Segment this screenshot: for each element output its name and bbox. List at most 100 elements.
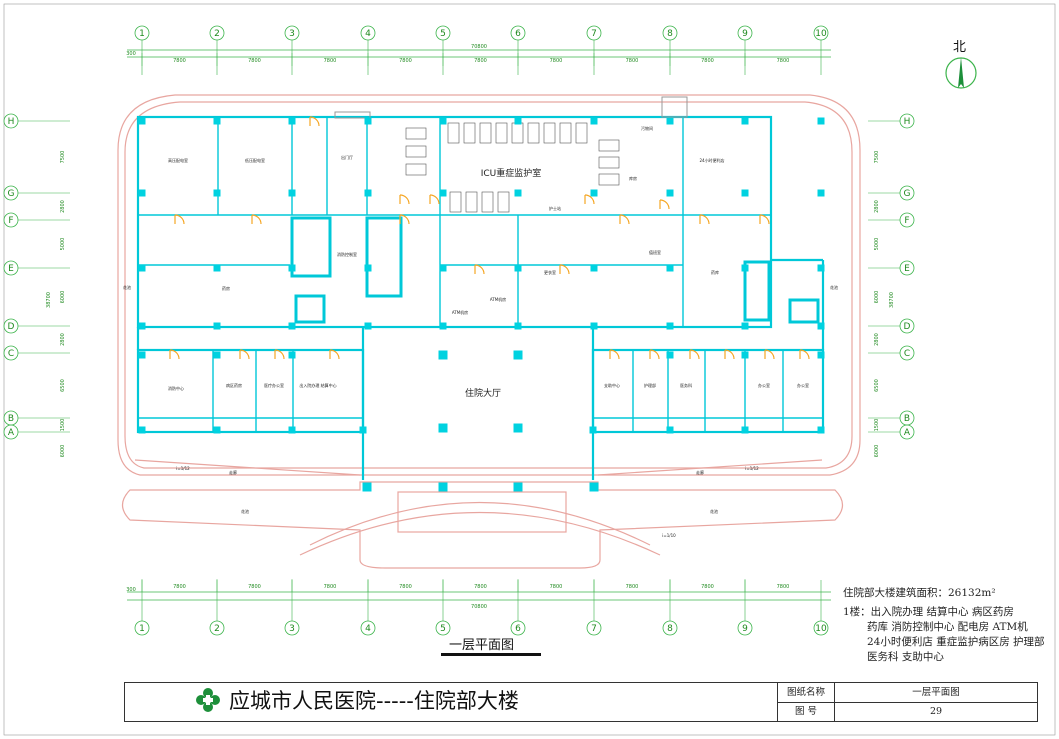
icu-bed bbox=[559, 122, 572, 144]
icu-bed bbox=[449, 191, 462, 213]
door-swing bbox=[474, 264, 485, 275]
lobby-column bbox=[513, 482, 523, 492]
axis-label: 5 bbox=[440, 29, 446, 39]
total-dimension-top: 70800 bbox=[471, 44, 487, 50]
structural-column bbox=[741, 322, 749, 330]
bay-dimension: 7800 bbox=[399, 58, 412, 64]
structural-column bbox=[288, 117, 296, 125]
structural-column bbox=[213, 426, 221, 434]
structural-column bbox=[817, 264, 825, 272]
structural-column bbox=[817, 322, 825, 330]
dimension-line-bottom: 70800 300 bbox=[126, 587, 831, 610]
structural-column bbox=[817, 351, 825, 359]
door-swing bbox=[239, 349, 250, 360]
icu-bed bbox=[405, 163, 427, 176]
drawing-name-row: 图纸名称 一层平面图 bbox=[778, 683, 1038, 703]
bay-dimension: 7800 bbox=[248, 58, 261, 64]
structural-column bbox=[138, 189, 146, 197]
door-swing bbox=[309, 116, 320, 127]
icu-bed bbox=[575, 122, 588, 144]
structural-column bbox=[288, 264, 296, 272]
row-dimension: 6500 bbox=[60, 379, 66, 392]
structural-column bbox=[590, 322, 598, 330]
total-depth-right: 38700 bbox=[889, 292, 895, 308]
structural-column bbox=[138, 351, 146, 359]
bay-dimension: 7800 bbox=[626, 584, 639, 590]
axis-label: 8 bbox=[667, 624, 673, 634]
nurse-station-label: 护士站 bbox=[549, 205, 561, 211]
north-label: 北 bbox=[953, 40, 967, 55]
ramp-c-label: i=1/10 bbox=[662, 533, 676, 538]
icu-bed bbox=[598, 156, 620, 169]
axis-label: 7 bbox=[591, 624, 597, 634]
total-dimension-bottom: 70800 bbox=[471, 604, 487, 610]
room-m-label: 办公室 bbox=[797, 382, 809, 388]
axis-label: 9 bbox=[742, 624, 748, 634]
axis-label: C bbox=[904, 349, 910, 359]
axis-label: 5 bbox=[440, 624, 446, 634]
door-swing bbox=[699, 214, 710, 225]
axis-label: 2 bbox=[214, 29, 220, 39]
lobby-column bbox=[438, 482, 448, 492]
structural-column bbox=[590, 117, 598, 125]
structural-column bbox=[741, 426, 749, 434]
site-outline-inner bbox=[124, 101, 853, 469]
green-bottom-left-label: 花池 bbox=[241, 508, 249, 514]
axis-label: H bbox=[904, 117, 911, 127]
structural-column bbox=[138, 322, 146, 330]
design-notes: 住院部大楼建筑面积：26132m² 1楼：出入院办理 结算中心 病区药房 药库 … bbox=[843, 586, 1048, 665]
door-swing bbox=[649, 349, 660, 360]
bay-dimension: 7800 bbox=[701, 58, 714, 64]
structural-column bbox=[138, 426, 146, 434]
icu-label: ICU重症监护室 bbox=[481, 167, 542, 179]
room-s-label: 24小时便利店 bbox=[699, 157, 724, 163]
project-title: 应城市人民医院-----住院部大楼 bbox=[195, 685, 519, 715]
structural-column bbox=[666, 117, 674, 125]
room-q-label: 更衣室 bbox=[544, 269, 556, 275]
room-o-label: 污物间 bbox=[641, 125, 653, 131]
plaza-outer bbox=[121, 481, 844, 569]
structural-column bbox=[439, 264, 447, 272]
axis-label: 3 bbox=[289, 29, 295, 39]
plaza-arc-2 bbox=[309, 501, 651, 546]
drawing-number-row: 图 号 29 bbox=[778, 702, 1038, 721]
axis-label: F bbox=[904, 216, 909, 226]
bay-dimension: 7800 bbox=[777, 58, 790, 64]
axis-label: 10 bbox=[815, 624, 827, 634]
dimension-300-top: 300 bbox=[126, 51, 136, 57]
structural-column bbox=[288, 322, 296, 330]
door-swing bbox=[169, 349, 180, 360]
door-swing bbox=[559, 264, 570, 275]
structural-column bbox=[138, 264, 146, 272]
axis-label: C bbox=[8, 349, 14, 359]
structural-column bbox=[364, 322, 372, 330]
row-dimension: 1500 bbox=[874, 419, 880, 432]
bay-dimension: 7800 bbox=[474, 584, 487, 590]
structural-column bbox=[364, 117, 372, 125]
floor-note-line-4: 医务科 支助中心 bbox=[867, 651, 944, 663]
axis-label: B bbox=[8, 414, 14, 424]
floor-note-line-2: 药库 消防控制中心 配电房 ATM机 bbox=[867, 621, 1028, 633]
axis-label: 3 bbox=[289, 624, 295, 634]
ramp-b-label: i=1/12 bbox=[745, 466, 759, 471]
room-c-label: 出门厅 bbox=[341, 154, 353, 160]
axis-label: 6 bbox=[515, 29, 521, 39]
lobby-column bbox=[362, 482, 372, 492]
structural-column bbox=[288, 426, 296, 434]
door-swing bbox=[174, 214, 185, 225]
room-f-label: 病区药房 bbox=[226, 382, 242, 388]
axis-label: G bbox=[904, 189, 911, 199]
room-l-label: 办公室 bbox=[758, 382, 770, 388]
axis-label: 6 bbox=[515, 624, 521, 634]
axis-label: E bbox=[8, 264, 14, 274]
stair-cores bbox=[290, 96, 820, 324]
door-swings bbox=[169, 116, 810, 360]
door-swing bbox=[724, 349, 735, 360]
bay-dimension: 7800 bbox=[550, 58, 563, 64]
room-a-label: 高压配电室 bbox=[168, 157, 188, 163]
structural-column bbox=[666, 189, 674, 197]
drawing-number-key: 图 号 bbox=[778, 702, 835, 721]
